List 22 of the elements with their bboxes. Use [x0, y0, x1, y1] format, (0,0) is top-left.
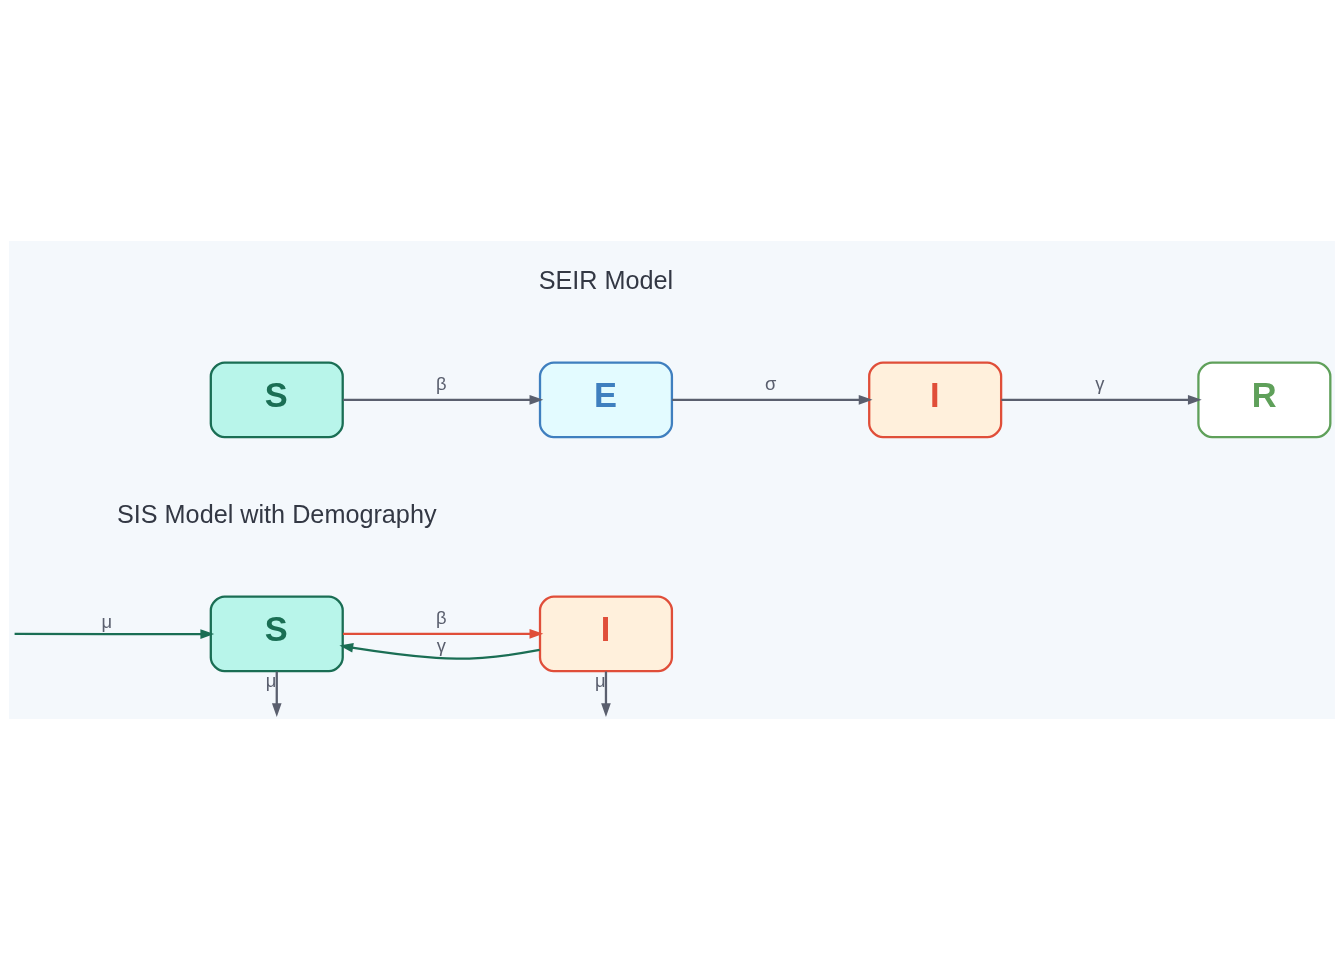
node-box: S	[209, 361, 344, 439]
label: SIS Model with Demography	[116, 500, 437, 529]
arrow	[672, 395, 873, 405]
arrow	[271, 671, 282, 717]
edge-label: β	[436, 373, 447, 395]
arrow	[1001, 395, 1202, 405]
edge-label: μ	[101, 611, 112, 633]
arrow	[339, 643, 540, 660]
node-box: I	[868, 361, 1003, 439]
edge-label: β	[436, 607, 447, 629]
node-box: E	[538, 361, 674, 439]
edge-label: σ	[764, 373, 777, 395]
arrow	[14, 629, 215, 639]
node-box: S	[209, 595, 344, 673]
arrow	[343, 629, 544, 639]
arrow	[601, 671, 611, 717]
arrow	[343, 395, 544, 405]
edge-label: γ	[436, 634, 446, 656]
label: SEIR Model	[538, 266, 674, 295]
node-box: R	[1197, 361, 1332, 439]
edge-label: γ	[1095, 373, 1105, 395]
node-box: I	[538, 595, 674, 673]
